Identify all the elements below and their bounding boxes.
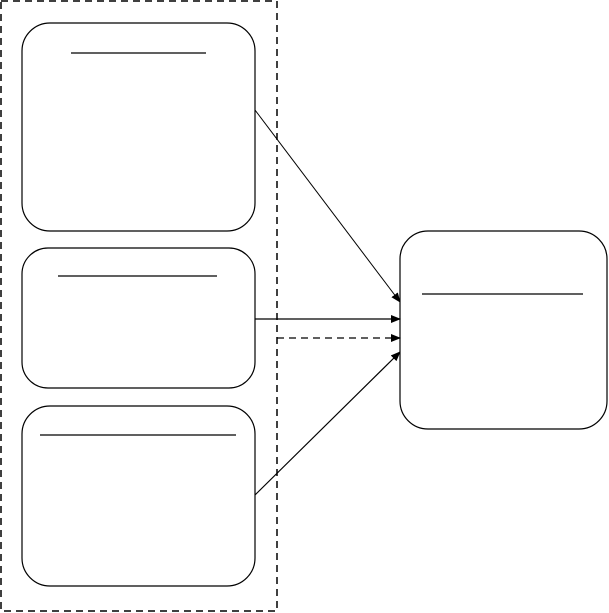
box-bottom-frame bbox=[21, 405, 256, 587]
box-middle bbox=[21, 247, 256, 389]
arrow-top-to-target bbox=[254, 109, 401, 303]
box-bottom bbox=[21, 405, 256, 587]
box-top-frame bbox=[21, 22, 256, 232]
box-top bbox=[21, 22, 256, 232]
arrow-bottom-to-target bbox=[254, 351, 401, 496]
box-target-frame bbox=[399, 230, 608, 430]
group-container bbox=[0, 0, 278, 612]
box-middle-frame bbox=[21, 247, 256, 389]
box-target bbox=[399, 230, 608, 430]
